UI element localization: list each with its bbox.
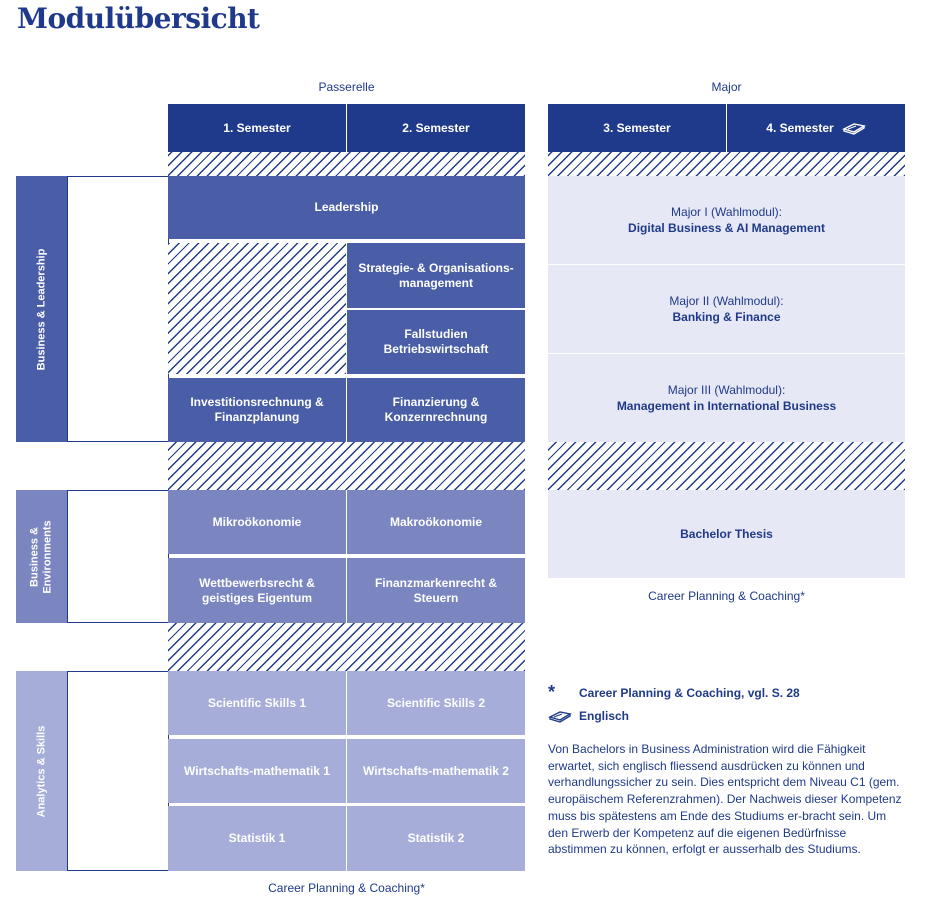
module-finanzierung: Finanzierung & Konzernrechnung xyxy=(347,378,525,442)
semester-1-header: 1. Semester xyxy=(168,104,346,152)
module-makrooekonomie: Makroökonomie xyxy=(347,490,525,554)
divider xyxy=(548,264,905,265)
legend-career: * Career Planning & Coaching, vgl. S. 28 xyxy=(548,682,800,702)
page-title: Modulübersicht xyxy=(17,2,260,35)
hatched-strip xyxy=(548,442,905,490)
divider xyxy=(548,353,905,354)
major-3: Major III (Wahlmodul):Management in Inte… xyxy=(548,354,905,442)
hatched-strip xyxy=(548,152,905,176)
hatched-strip xyxy=(168,442,525,490)
module-fallstudien: Fallstudien Betriebswirtschaft xyxy=(347,310,525,374)
semester-3-header: 3. Semester xyxy=(548,104,726,152)
module-mikrooekonomie: Mikroökonomie xyxy=(168,490,346,554)
legend-english: Englisch xyxy=(548,709,905,723)
section-business-leadership: Business & Leadership xyxy=(16,176,68,442)
section-spacer xyxy=(67,671,169,871)
bachelor-thesis: Bachelor Thesis xyxy=(548,490,905,578)
section-analytics-skills: Analytics & Skills xyxy=(16,671,68,871)
career-note-major: Career Planning & Coaching* xyxy=(648,589,805,603)
english-requirement-note: Von Bachelors in Business Administration… xyxy=(548,742,902,857)
module-wirtschaftsmathematik-1: Wirtschafts-mathematik 1 xyxy=(168,739,346,803)
group-label-major: Major xyxy=(711,80,742,94)
asterisk-icon: * xyxy=(548,682,556,702)
module-scientific-skills-2: Scientific Skills 2 xyxy=(347,671,525,735)
module-leadership: Leadership xyxy=(168,176,525,239)
semester-2-header: 2. Semester xyxy=(347,104,525,152)
major-2: Major II (Wahlmodul):Banking & Finance xyxy=(548,265,905,353)
hatched-strip xyxy=(168,623,525,671)
module-strategie: Strategie- & Organisations-management xyxy=(347,243,525,308)
major-1: Major I (Wahlmodul):Digital Business & A… xyxy=(548,176,905,264)
section-spacer xyxy=(67,490,169,623)
module-wettbewerbsrecht: Wettbewerbsrecht & geistiges Eigentum xyxy=(168,558,346,623)
group-label-passerelle: Passerelle xyxy=(318,80,375,94)
module-finanzmarktrecht: Finanzmarkenrecht & Steuern xyxy=(347,558,525,623)
module-wirtschaftsmathematik-2: Wirtschafts-mathematik 2 xyxy=(347,739,525,803)
book-icon xyxy=(841,123,866,135)
book-icon xyxy=(548,711,572,723)
section-spacer xyxy=(67,176,169,442)
semester-4-header: 4. Semester xyxy=(727,104,905,152)
hatched-strip xyxy=(168,152,525,176)
module-investitionsrechnung: Investitionsrechnung & Finanzplanung xyxy=(168,378,346,442)
module-scientific-skills-1: Scientific Skills 1 xyxy=(168,671,346,735)
section-business-environments: Business &Environments xyxy=(16,490,68,623)
module-statistik-2: Statistik 2 xyxy=(347,806,525,871)
hatched-block xyxy=(168,243,346,374)
career-note-passerelle: Career Planning & Coaching* xyxy=(268,881,425,895)
module-statistik-1: Statistik 1 xyxy=(168,806,346,871)
